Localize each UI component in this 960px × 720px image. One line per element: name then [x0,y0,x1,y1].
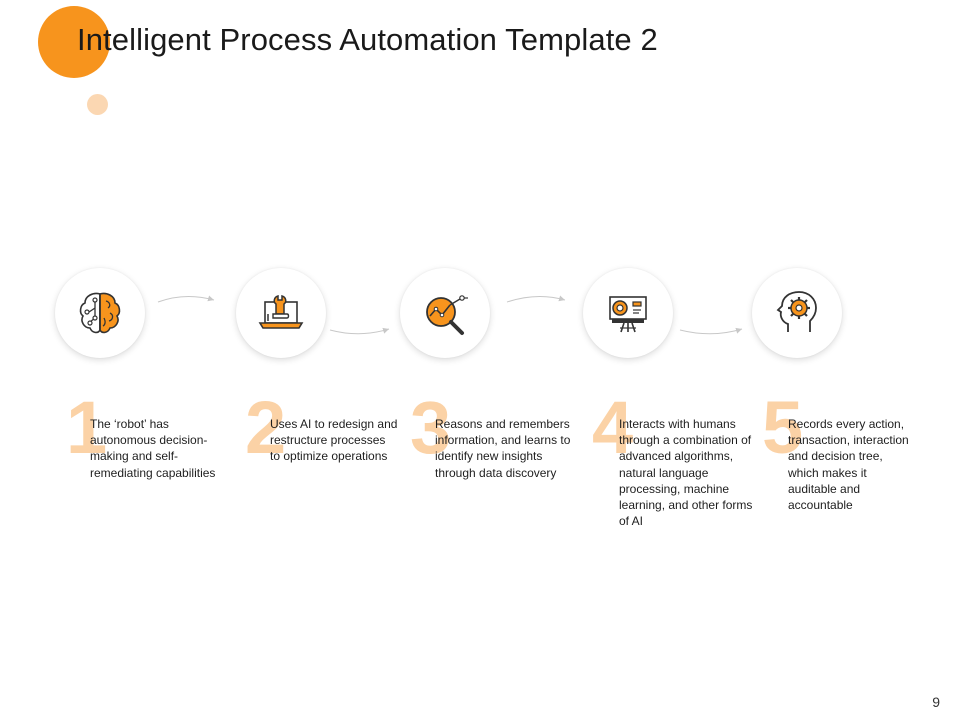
step-3-number: 3 [410,386,452,469]
decorative-small-circle [87,94,108,115]
step-5-description: Records every action, transaction, inter… [788,417,909,513]
arrow-1-2 [157,295,215,303]
camera-device-icon [609,296,647,333]
brain-circuit-icon [79,292,121,334]
arrow-4-5 [679,327,743,335]
step-4-number: 4 [592,386,634,469]
step-2-icon-circle [236,268,326,358]
laptop-wrench-icon [258,295,304,329]
step-1-number: 1 [66,386,108,469]
step-1-description: The ‘robot’ has autonomous decision-maki… [90,417,216,480]
step-3-description: Reasons and remembers information, and l… [435,417,571,480]
step-2-description: Uses AI to redesign and restructure proc… [270,417,398,464]
arrow-3-4 [506,295,566,303]
step-4-description: Interacts with humans through a combinat… [619,417,753,529]
head-gear-icon [776,291,817,332]
page-number: 9 [932,694,940,710]
step-5-number: 5 [762,386,804,469]
step-3-icon-circle [400,268,490,358]
step-4-icon-circle [583,268,673,358]
step-1-icon-circle [55,268,145,358]
decorative-orange-circle [38,6,110,78]
step-5-icon-circle [752,268,842,358]
magnifier-chart-icon [426,295,468,335]
step-2-number: 2 [245,386,287,469]
slide-title: Intelligent Process Automation Template … [77,22,658,57]
arrow-2-3 [329,327,390,335]
